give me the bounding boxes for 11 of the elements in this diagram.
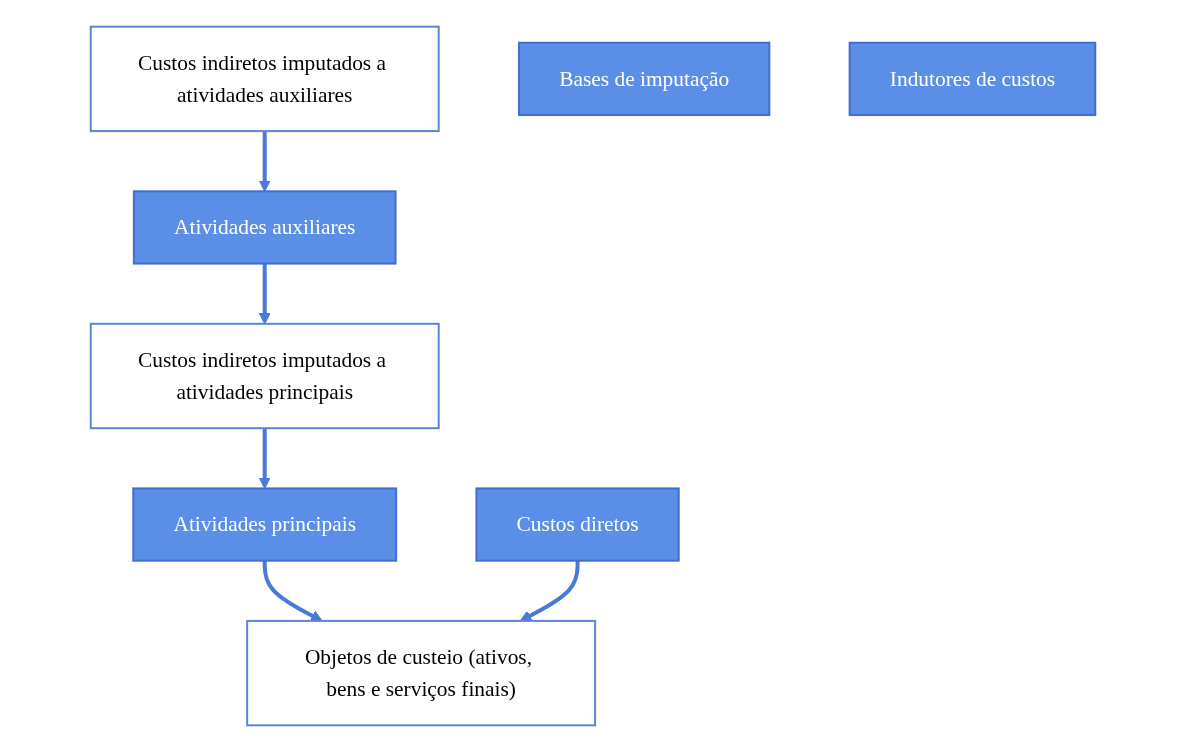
node-box: Objetos de custeio (ativos, bens e serviços finais): [246, 619, 597, 726]
arrow: [262, 560, 323, 621]
node-box: Custos indiretos imputados a atividades auxiliares: [89, 25, 440, 132]
node-box: Atividades auxiliares: [132, 189, 397, 265]
node-box: Indutores de custos: [848, 41, 1097, 116]
node-box: Custos indiretos imputados a atividades principais: [89, 322, 440, 429]
node-box: Custos diretos: [475, 486, 680, 562]
arrow: [519, 560, 580, 621]
node-box: Atividades principais: [132, 486, 398, 562]
arrow: [258, 263, 271, 324]
node-box: Bases de imputação: [518, 41, 771, 116]
